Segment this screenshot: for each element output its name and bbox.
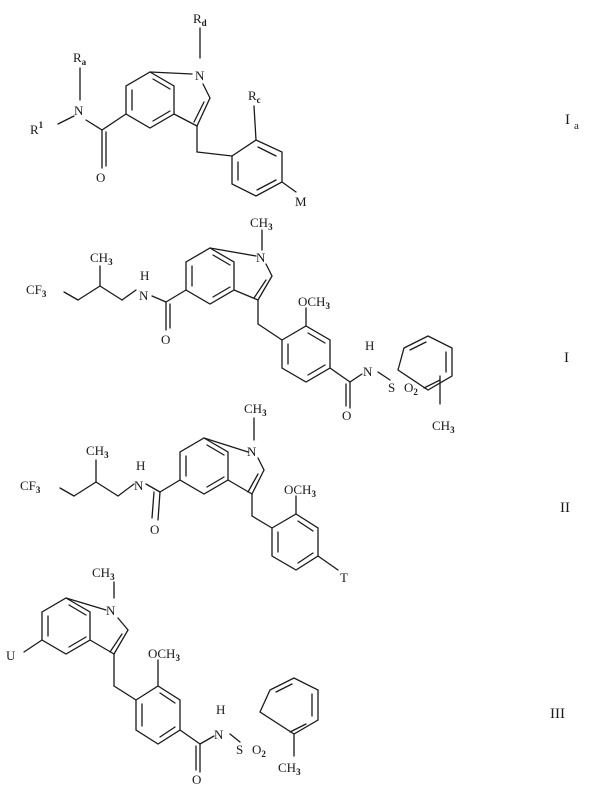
atom-o-carbonyl-2: O bbox=[342, 408, 351, 423]
atom-s: S bbox=[388, 380, 395, 395]
atom-t: T bbox=[340, 570, 348, 585]
structure-II: CH3 N CH3 H N CF3 O OCH3 T II bbox=[20, 401, 570, 585]
atom-o-carbonyl: O bbox=[192, 772, 201, 787]
atom-n-indole: N bbox=[195, 68, 205, 83]
atom-methoxy: OCH3 bbox=[148, 646, 180, 663]
atom-n-indole: N bbox=[256, 250, 266, 265]
atom-tolyl-methyl: CH3 bbox=[278, 760, 301, 777]
atom-n-methyl: CH3 bbox=[250, 215, 273, 232]
atom-n-sulfonamide: N bbox=[214, 727, 224, 742]
atom-rd: Rd bbox=[193, 11, 207, 28]
atom-n-amide: N bbox=[139, 288, 149, 303]
atom-n-indole: N bbox=[106, 603, 116, 618]
atom-h-sulfonamide: H bbox=[365, 338, 374, 353]
atom-n-methyl: CH3 bbox=[244, 401, 267, 418]
atom-r1: R1 bbox=[30, 120, 44, 137]
atom-n-amide: N bbox=[74, 103, 84, 118]
atom-o-carbonyl: O bbox=[96, 170, 105, 185]
atom-h-amide: H bbox=[136, 458, 145, 473]
atom-n-indole: N bbox=[247, 444, 257, 459]
atom-rc: Rc bbox=[248, 88, 261, 105]
atom-cf3: CF3 bbox=[26, 282, 47, 299]
atom-tolyl-methyl: CH3 bbox=[432, 418, 455, 435]
atom-n-sulfonamide: N bbox=[363, 364, 373, 379]
compound-label-III: III bbox=[550, 706, 565, 722]
compound-label-I: I bbox=[564, 350, 569, 366]
atom-n-methyl: CH3 bbox=[92, 565, 115, 582]
structure-III: CH3 N U OCH3 H N S O2 O CH3 III bbox=[6, 565, 565, 787]
atom-branch-methyl: CH3 bbox=[86, 443, 109, 460]
atom-branch-methyl: CH3 bbox=[90, 250, 113, 267]
atom-methoxy: OCH3 bbox=[298, 294, 330, 311]
atom-o2: O2 bbox=[404, 380, 418, 397]
atom-o-carbonyl: O bbox=[161, 332, 170, 347]
atom-methoxy: OCH3 bbox=[284, 482, 316, 499]
atom-h-amide: H bbox=[140, 268, 149, 283]
atom-s: S bbox=[236, 742, 243, 757]
compound-label-II: II bbox=[560, 500, 570, 516]
atom-h-sulfonamide: H bbox=[216, 702, 225, 717]
atom-m: M bbox=[295, 194, 307, 209]
atom-ra: Ra bbox=[73, 50, 87, 67]
structure-I: CH3 N CH3 H N CF3 O OCH3 H N S O2 O CH3 … bbox=[26, 215, 569, 435]
atom-o2: O2 bbox=[252, 742, 266, 759]
atom-o-carbonyl: O bbox=[150, 522, 159, 537]
atom-cf3: CF3 bbox=[20, 478, 41, 495]
atom-u: U bbox=[6, 648, 16, 663]
atom-n-amide: N bbox=[134, 478, 144, 493]
